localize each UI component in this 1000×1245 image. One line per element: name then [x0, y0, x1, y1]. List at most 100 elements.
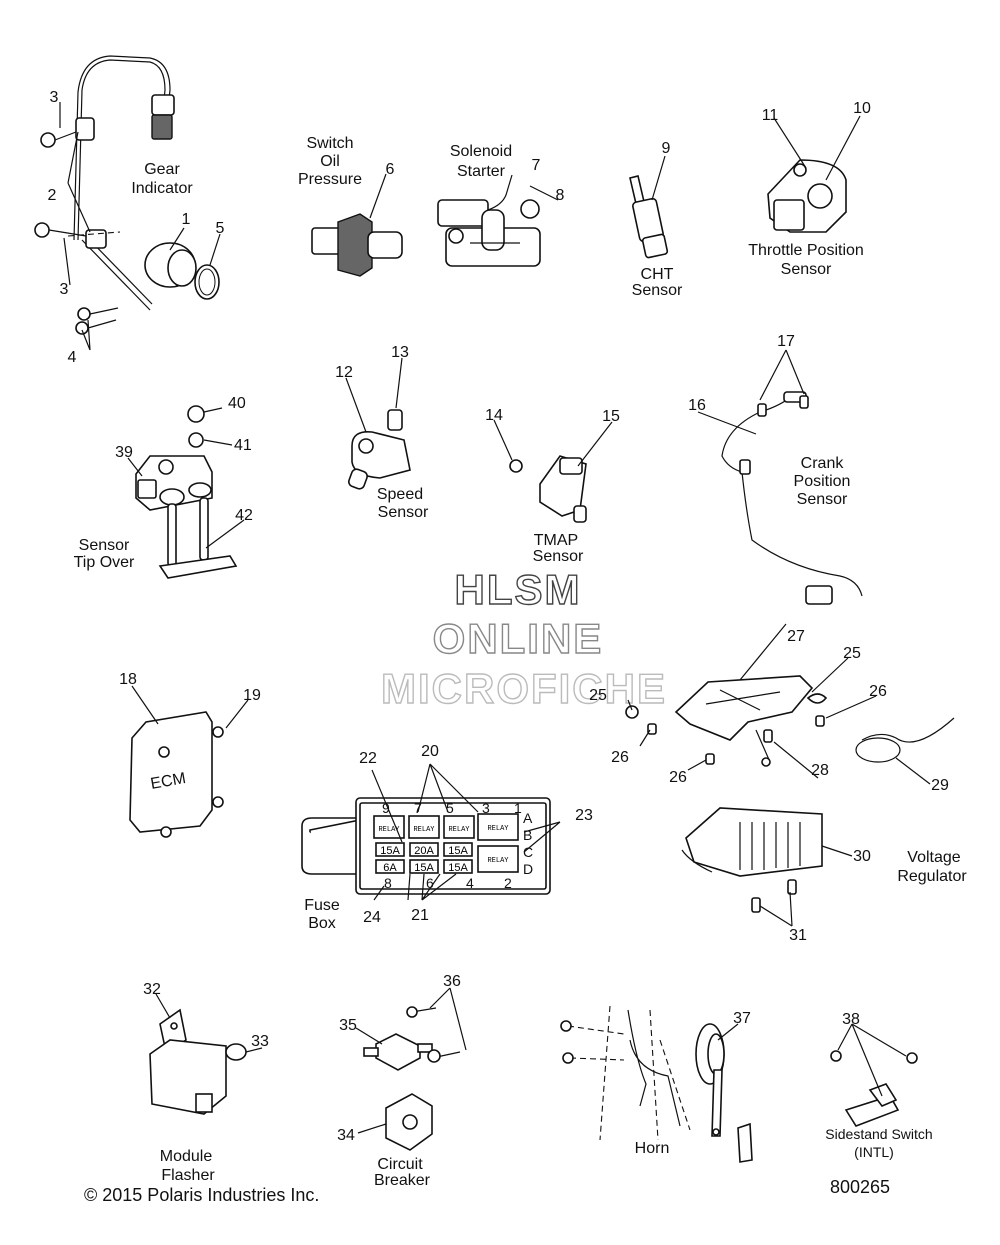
- fuse-box-label-2: Box: [308, 915, 336, 932]
- fuse-bottom-number: 8: [384, 875, 392, 891]
- callout-39: 39: [115, 444, 133, 461]
- callout-23: 23: [575, 807, 593, 824]
- fuse-bottom-number: 6: [426, 875, 434, 891]
- callout-4: 4: [68, 349, 77, 366]
- callout-38: 38: [842, 1011, 860, 1028]
- circuit-breaker-label-1: Circuit: [377, 1156, 423, 1173]
- breaker-top-icon: [375, 1033, 421, 1071]
- sidestand-label-1: Sidestand Switch: [825, 1126, 932, 1142]
- callout-24: 24: [363, 909, 381, 926]
- callout-30: 30: [853, 848, 871, 865]
- fuse-top-number: 5: [446, 800, 454, 816]
- voltage-regulator-label-2: Regulator: [897, 868, 967, 885]
- callout-7: 7: [532, 157, 541, 174]
- callout-36: 36: [443, 973, 461, 990]
- speed-sensor-label-1: Speed: [377, 486, 423, 503]
- sensor-tip-over: 40 41 39 42 Sensor Tip Over: [74, 395, 253, 579]
- watermark-line-1: HLSM: [455, 566, 582, 613]
- fuses: 15A 20A 15A 6A 15A 15A: [375, 842, 473, 874]
- callout-25-left: 25: [589, 687, 607, 704]
- callout-2: 2: [48, 187, 57, 204]
- ecm-module-icon: [129, 711, 213, 833]
- sidestand-switch: 38 Sidestand Switch (INTL): [825, 1011, 932, 1160]
- fuse-side-letter: A: [523, 810, 533, 826]
- callout-26-bottom: 26: [669, 769, 687, 786]
- callout-8: 8: [556, 187, 565, 204]
- fuse-side-letters: A B C D: [523, 810, 533, 877]
- relay-label: RELAY: [413, 826, 435, 834]
- tmap-sensor-label-2: Sensor: [533, 548, 584, 565]
- oil-pressure-switch-icon: [367, 231, 403, 259]
- circuit-breaker-label-2: Breaker: [374, 1172, 431, 1189]
- solenoid-starter: 7 8 Solenoid Starter: [437, 143, 565, 267]
- watermark-line-2: ONLINE: [433, 615, 604, 662]
- fuse-top-number: 9: [382, 800, 390, 816]
- fuse-rating: 15A: [414, 862, 434, 874]
- callout-19: 19: [243, 687, 261, 704]
- fuse-side-letter: C: [523, 844, 533, 860]
- fuse-rating: 20A: [414, 845, 434, 857]
- relay-label: RELAY: [378, 826, 400, 834]
- callout-11: 11: [762, 107, 779, 124]
- callout-27: 27: [787, 628, 805, 645]
- horn: 37 Horn: [560, 1005, 753, 1163]
- callout-22: 22: [359, 750, 377, 767]
- module-flasher-label-1: Module: [160, 1148, 213, 1165]
- circuit-breaker: 36 35 34 Circuit Breaker: [337, 973, 467, 1189]
- callout-26-right: 26: [869, 683, 887, 700]
- throttle-position-label-2: Sensor: [781, 261, 832, 278]
- voltage-regulator-label-1: Voltage: [907, 849, 960, 866]
- callout-25-right: 25: [843, 645, 861, 662]
- callout-9: 9: [662, 140, 671, 157]
- diagram-number: 800265: [830, 1177, 890, 1197]
- callout-34: 34: [337, 1127, 355, 1144]
- solenoid-connector-icon: [437, 199, 489, 227]
- crank-connector-icon: [805, 585, 833, 605]
- callout-12: 12: [335, 364, 353, 381]
- crank-label-2: Position: [794, 473, 851, 490]
- watermark-line-3: MICROFICHE: [381, 665, 667, 712]
- switch-oil-pressure-label-3: Pressure: [298, 171, 362, 188]
- callout-29: 29: [931, 777, 949, 794]
- cht-sensor-label-1: CHT: [641, 266, 674, 283]
- voltage-regulator-assembly: 27 25 25 26 26 26 28 29 30 31 Voltage Re…: [589, 623, 967, 944]
- fuse-bottom-numbers: 8 6 4 2: [384, 875, 512, 891]
- module-flasher-label-2: Flasher: [161, 1167, 215, 1184]
- module-flasher: 32 33 Module Flasher: [143, 981, 269, 1184]
- callout-32: 32: [143, 981, 161, 998]
- cht-sensor-label-2: Sensor: [632, 282, 683, 299]
- copyright-text: © 2015 Polaris Industries Inc.: [84, 1185, 319, 1205]
- switch-oil-pressure-label-1: Switch: [306, 135, 353, 152]
- callout-18: 18: [119, 671, 137, 688]
- callout-13: 13: [391, 344, 409, 361]
- relay-label: RELAY: [487, 825, 509, 833]
- speed-sensor: 12 13 Speed Sensor: [335, 344, 429, 521]
- callout-28: 28: [811, 762, 829, 779]
- switch-oil-pressure: 6 Switch Oil Pressure: [298, 135, 403, 277]
- callout-3-bottom: 3: [60, 281, 69, 298]
- fuse-bottom-number: 2: [504, 875, 512, 891]
- callout-33: 33: [251, 1033, 269, 1050]
- cable-tie-icon: [861, 717, 955, 743]
- voltage-regulator-icon: [685, 807, 823, 877]
- fuse-side-letter: B: [523, 827, 532, 843]
- callout-35: 35: [339, 1017, 357, 1034]
- callout-17: 17: [777, 333, 795, 350]
- speed-sensor-label-2: Sensor: [378, 504, 429, 521]
- callout-10: 10: [853, 100, 871, 117]
- fuse-top-number: 1: [514, 800, 522, 816]
- callout-40: 40: [228, 395, 246, 412]
- fuse-box: 9 7 5 3 1 RELAY RELAY RELAY RELAY RELAY …: [301, 743, 593, 932]
- callout-20: 20: [421, 743, 439, 760]
- throttle-position-label-1: Throttle Position: [748, 242, 864, 259]
- callout-41: 41: [234, 437, 252, 454]
- callout-26-left: 26: [611, 749, 629, 766]
- fuse-rating: 15A: [448, 862, 468, 874]
- callout-31: 31: [789, 927, 807, 944]
- tip-over-label-1: Sensor: [79, 537, 130, 554]
- solenoid-starter-label-1: Solenoid: [450, 143, 512, 160]
- throttle-position-sensor: 11 10 Throttle Position Sensor: [748, 100, 871, 278]
- callout-42: 42: [235, 507, 253, 524]
